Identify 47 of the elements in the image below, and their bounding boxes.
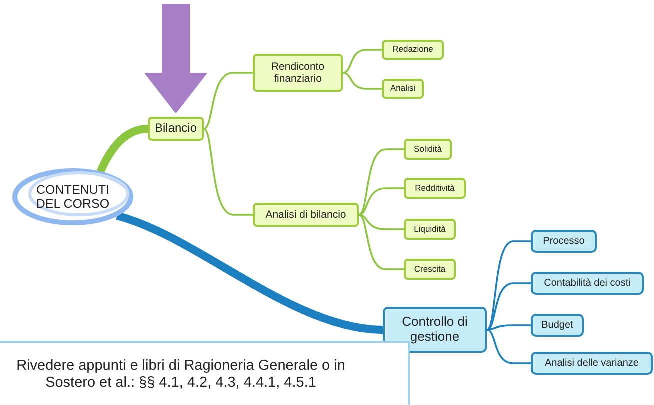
topic-box: [404, 178, 466, 199]
topic-box: [531, 230, 597, 253]
topic-box: [382, 40, 444, 60]
topic-label: Processo: [543, 236, 585, 248]
branch-connector: [342, 49, 382, 74]
pointer-arrow: [144, 4, 208, 114]
branch-connector: [486, 240, 531, 331]
topic-label: Contabilità dei costi: [544, 278, 631, 290]
topic-label: Bilancio: [154, 122, 198, 136]
topic-box: [253, 54, 343, 92]
branch-connector: [486, 324, 531, 331]
branch-connector: [486, 329, 531, 364]
topic-label: Liquidità: [414, 224, 446, 234]
topic-label: Budget: [542, 320, 574, 332]
topic-label: Analisi delle varianze: [545, 358, 639, 370]
topic-box: [531, 352, 653, 375]
topic-box: [148, 117, 204, 141]
topic-box: [253, 203, 359, 227]
topic-box: [382, 79, 424, 99]
topic-box: [404, 259, 456, 280]
branch-connector: [358, 148, 404, 216]
branch-connector: [358, 188, 404, 216]
topic-label: Controllo di gestione: [401, 315, 469, 345]
topic-ellipse: [12, 168, 134, 226]
topic-label: CONTENUTI DEL CORSO: [35, 182, 111, 212]
branch-connector: [358, 214, 404, 230]
branch-connector: [204, 72, 253, 130]
topic-label: Analisi: [390, 84, 416, 94]
branch-connector: [342, 72, 382, 90]
branch-connector: [116, 212, 384, 334]
branch-connector: [96, 125, 148, 174]
topic-label: Redditività: [415, 184, 455, 194]
topic-label: Solidità: [414, 144, 442, 154]
topic-box: [531, 314, 584, 337]
topic-box: [531, 272, 644, 295]
branch-connector: [358, 214, 404, 270]
topic-label: Rendiconto finanziario: [270, 60, 326, 86]
note-box: [0, 341, 410, 405]
note-text: Rivedere appunti e libri di Ragioneria Generale o in Sostero et al.: §§ 4.1, 4.2, 4.3, 4.4.1, 4.5.1: [16, 358, 346, 392]
topic-label: Analisi di bilancio: [266, 208, 346, 222]
topic-box: [383, 307, 487, 353]
branch-connector: [203, 128, 253, 216]
topic-box: [404, 139, 452, 160]
topic-label: Crescita: [414, 264, 446, 274]
topic-label: Redazione: [392, 45, 434, 55]
branch-connector: [486, 282, 531, 331]
topic-box: [404, 219, 456, 240]
